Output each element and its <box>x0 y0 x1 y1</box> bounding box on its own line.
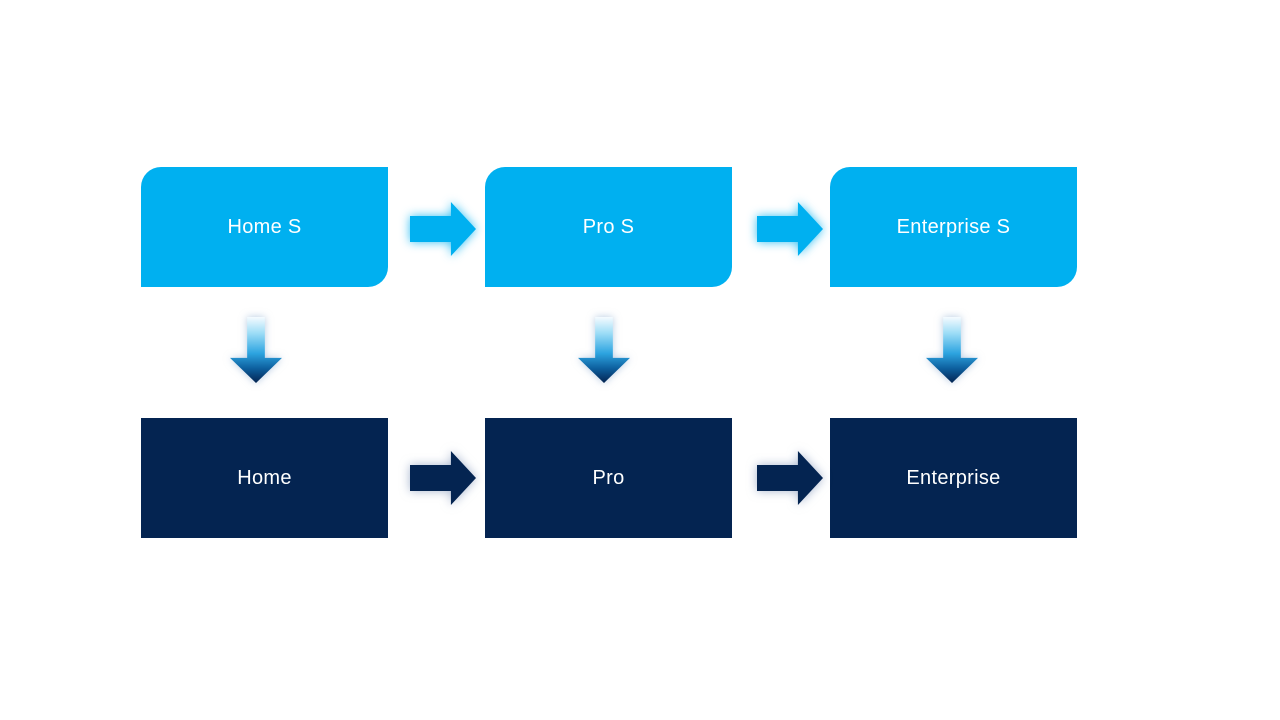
arrow-pro-s-to-enterprise-s-icon <box>757 202 823 256</box>
arrow-shape <box>926 317 978 383</box>
node-enterprise-label: Enterprise <box>906 466 1001 489</box>
node-pro-s: Pro S <box>485 167 732 287</box>
node-home-s: Home S <box>141 167 388 287</box>
node-pro: Pro <box>485 418 732 538</box>
arrow-home-s-to-pro-s-icon <box>410 202 476 256</box>
node-home: Home <box>141 418 388 538</box>
arrow-home-s-to-home-icon <box>230 317 282 383</box>
node-home-s-label: Home S <box>227 215 302 238</box>
arrow-shape <box>578 317 630 383</box>
arrow-pro-to-enterprise-icon <box>757 451 823 505</box>
node-pro-label: Pro <box>592 466 625 489</box>
node-home-label: Home <box>237 466 292 489</box>
arrow-shape <box>230 317 282 383</box>
node-enterprise-s: Enterprise S <box>830 167 1077 287</box>
arrow-shape <box>757 202 823 256</box>
arrow-pro-s-to-pro-icon <box>578 317 630 383</box>
node-pro-s-label: Pro S <box>582 215 635 238</box>
arrow-shape <box>410 451 476 505</box>
arrow-enterprise-s-to-enterprise-icon <box>926 317 978 383</box>
node-enterprise: Enterprise <box>830 418 1077 538</box>
node-enterprise-s-label: Enterprise S <box>896 215 1011 238</box>
arrow-shape <box>410 202 476 256</box>
arrow-shape <box>757 451 823 505</box>
arrow-home-to-pro-icon <box>410 451 476 505</box>
